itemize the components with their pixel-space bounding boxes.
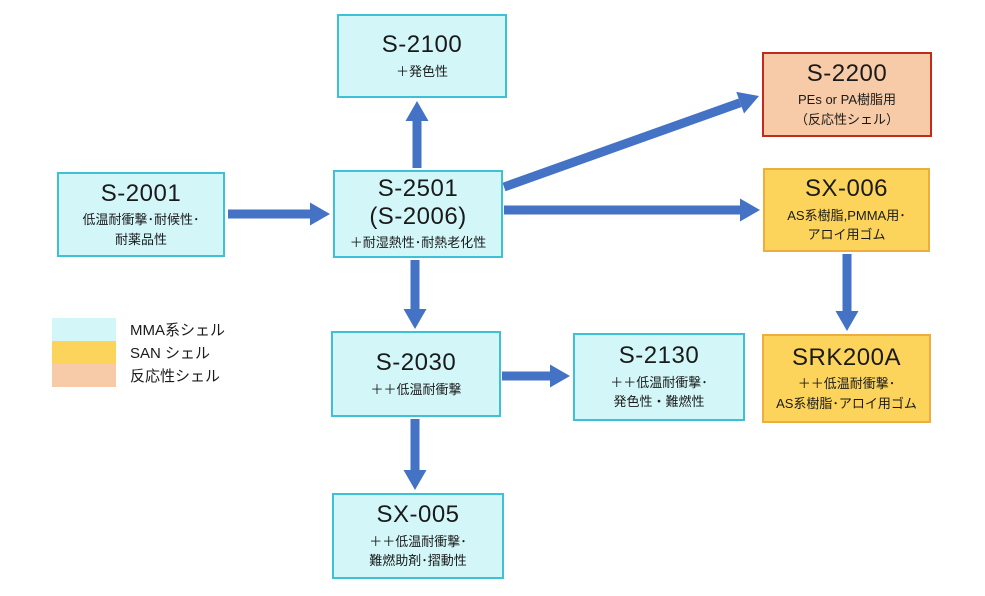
node-s2130: S-2130 ＋＋低温耐衝撃･発色性・難燃性 <box>573 333 745 421</box>
node-title-alt: (S-2006) <box>369 202 467 230</box>
legend-row-reactive: 反応性シェル <box>52 364 225 387</box>
node-sx006: SX-006 AS系樹脂,PMMA用･アロイ用ゴム <box>763 168 930 252</box>
node-subtitle: ＋＋低温耐衝撃･発色性・難燃性 <box>610 374 708 410</box>
node-title: S-2200 <box>806 59 888 87</box>
legend-row-san: SAN シェル <box>52 341 225 364</box>
arrow-s2030-to-sx005 <box>403 419 427 490</box>
legend-swatch-mma <box>52 318 116 341</box>
node-subtitle: ＋発色性 <box>395 63 448 79</box>
node-subtitle: ＋耐湿熱性･耐熱老化性 <box>349 235 487 251</box>
arrow-s2501-to-sx006 <box>504 198 760 222</box>
legend-swatch-reactive <box>52 364 116 387</box>
legend-label: SAN シェル <box>130 345 211 362</box>
node-title: S-2100 <box>381 30 463 58</box>
legend-swatch-san <box>52 341 116 364</box>
node-s2100: S-2100 ＋発色性 <box>337 14 507 98</box>
arrow-s2030-to-s2130 <box>502 364 570 388</box>
node-subtitle: ＋＋低温耐衝撃･AS系樹脂･アロイ用ゴム <box>776 376 917 411</box>
legend-row-mma: MMA系シェル <box>52 318 225 341</box>
node-s2001: S-2001 低温耐衝撃･耐候性･耐薬品性 <box>57 172 225 257</box>
node-srk200a: SRK200A ＋＋低温耐衝撃･AS系樹脂･アロイ用ゴム <box>762 334 931 423</box>
node-s2030: S-2030 ＋＋低温耐衝撃 <box>331 331 501 417</box>
legend: MMA系シェル SAN シェル 反応性シェル <box>52 318 225 387</box>
arrow-s2501-to-s2200 <box>502 91 759 192</box>
node-subtitle: AS系樹脂,PMMA用･アロイ用ゴム <box>787 207 906 243</box>
arrow-s2001-to-s2501 <box>228 202 330 226</box>
node-title: S-2130 <box>618 342 700 370</box>
arrow-s2501-to-s2100 <box>405 101 429 168</box>
node-subtitle: 低温耐衝撃･耐候性･耐薬品性 <box>82 212 200 247</box>
node-title: S-2501 <box>377 175 459 203</box>
node-subtitle: PEs or PA樹脂用（反応性シェル） <box>794 92 899 127</box>
node-sx005: SX-005 ＋＋低温耐衝撃･難燃助剤･摺動性 <box>332 493 504 579</box>
legend-label: 反応性シェル <box>130 368 221 385</box>
node-s2501: S-2501 (S-2006) ＋耐湿熱性･耐熱老化性 <box>333 170 503 258</box>
node-subtitle: ＋＋低温耐衝撃･難燃助剤･摺動性 <box>369 533 467 569</box>
node-title: S-2030 <box>375 348 457 376</box>
node-s2200: S-2200 PEs or PA樹脂用（反応性シェル） <box>762 52 932 137</box>
node-title: SX-005 <box>376 501 460 529</box>
node-subtitle: ＋＋低温耐衝撃 <box>370 381 462 397</box>
legend-label: MMA系シェル <box>130 322 225 339</box>
arrow-sx006-to-srk200a <box>835 254 859 331</box>
arrow-s2501-to-s2030 <box>403 260 427 329</box>
node-title: SX-006 <box>804 175 889 203</box>
node-title: SRK200A <box>792 343 901 371</box>
node-title: S-2001 <box>100 179 182 207</box>
